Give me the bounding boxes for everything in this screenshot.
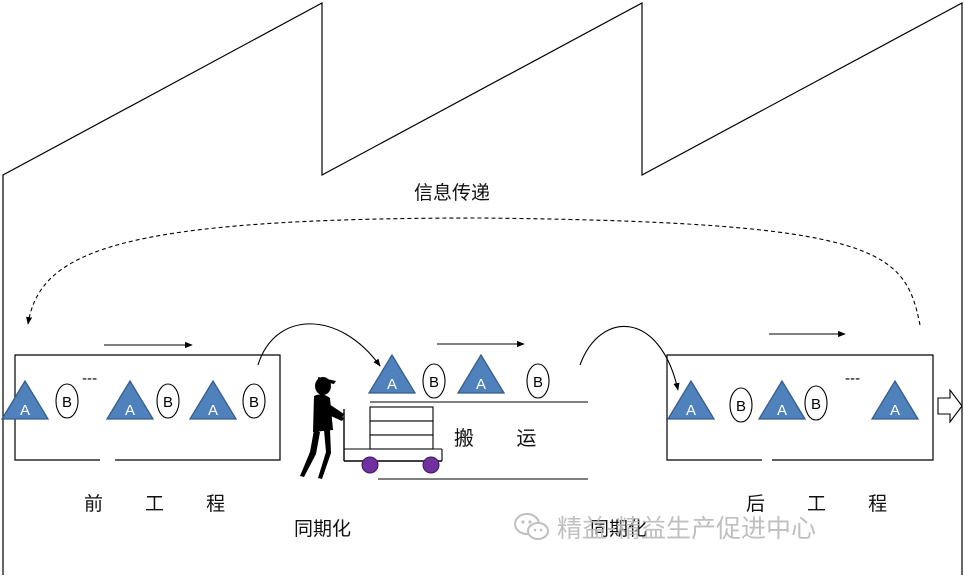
rear-item-a-2: [758, 380, 806, 420]
hand-cart: [343, 406, 443, 474]
transit-item-b-1: [422, 363, 446, 399]
front-ellipsis: ---: [82, 371, 97, 387]
front-item-b-1: [55, 383, 79, 419]
rear-process-label: 后 工 程: [746, 493, 906, 515]
front-item-a-1: [1, 380, 49, 420]
rear-item-b-2: [804, 385, 828, 421]
transit-item-a-2: [457, 354, 505, 394]
front-item-b-2: [156, 383, 180, 419]
sync-arrow-right: [579, 325, 680, 391]
watermark-prefix: 精益: [557, 514, 608, 543]
chat-bubble-icon: [514, 513, 549, 540]
worker-silhouette: [300, 377, 344, 479]
front-process-box: [14, 354, 281, 461]
watermark-text: 精益生产促进中心: [616, 514, 817, 543]
watermark-separator: -: [607, 512, 617, 542]
synchronization-label-left: 同期化: [294, 518, 352, 540]
rear-item-a-3: [871, 380, 919, 420]
front-item-b-3: [242, 383, 266, 419]
info-transfer-label: 信息传递: [414, 182, 491, 204]
cart-wheel-right: [422, 456, 440, 474]
output-arrow-icon: [937, 388, 963, 424]
front-item-a-2: [106, 380, 154, 420]
transit-item-b-2: [526, 363, 550, 399]
rear-item-b-1: [729, 387, 753, 423]
info-transfer-arrow: [26, 217, 921, 326]
rear-ellipsis: ---: [845, 371, 860, 387]
watermark: 精益-精益生产促进中心: [513, 509, 816, 545]
sync-arrow-left: [257, 323, 381, 367]
rear-process-box: [666, 354, 934, 461]
synchronization-label-right: 同期化: [590, 518, 648, 540]
conveyance-label: 搬 运: [454, 426, 555, 450]
front-process-label: 前 工 程: [84, 493, 244, 515]
rear-item-a-1: [667, 380, 715, 420]
cart-wheel-left: [361, 456, 379, 474]
front-item-a-3: [189, 380, 237, 420]
